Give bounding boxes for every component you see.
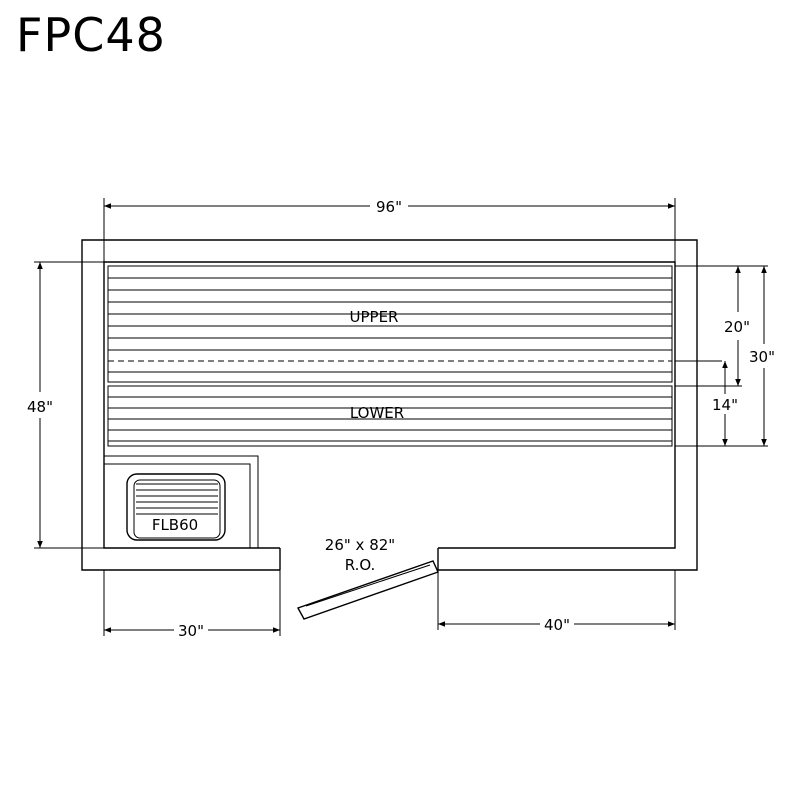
upper-bench-label: UPPER [350,308,399,326]
overall-depth-dimension [34,261,104,549]
right-wall-length-label: 40" [544,616,570,634]
lower-bench-label: LOWER [350,404,404,422]
lower-bench-depth-label: 14" [712,396,738,414]
lower-bench [107,385,673,447]
door-opening-size-label: 26" x 82" [325,536,395,554]
left-wall-length-label: 30" [178,622,204,640]
upper-bench [107,265,673,383]
sauna-walls [81,239,698,571]
right-wall-dimension [437,570,676,630]
heater-label: FLB60 [152,516,198,534]
left-wall-dimension [103,570,281,636]
upper-bench-depth-label: 20" [724,318,750,336]
heater-assembly [104,455,259,548]
door-rough-opening-label: R.O. [345,556,376,574]
overall-width-dimension [103,198,676,262]
heater-body [126,473,226,541]
bench-depth-dimensions [675,265,768,447]
overall-width-label: 96" [376,198,402,216]
overall-depth-label: 48" [27,398,53,416]
page-title: FPC48 [16,8,166,62]
total-bench-depth-label: 30" [749,348,775,366]
